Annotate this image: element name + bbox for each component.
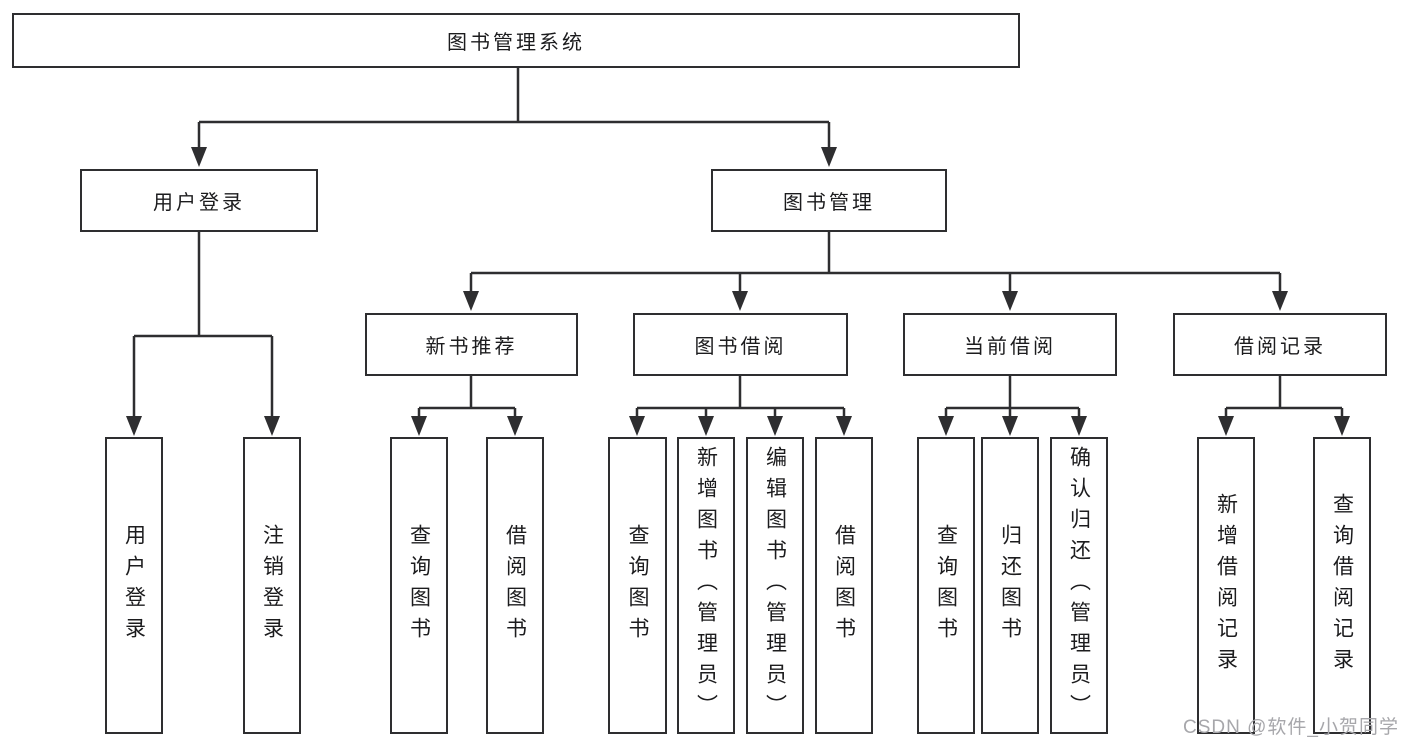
node-current-borrowing: 当前借阅 — [903, 313, 1117, 376]
arrowhead-down-icon — [767, 416, 783, 436]
arrowhead-down-icon — [732, 291, 748, 311]
arrowheads — [126, 147, 1350, 436]
leaf-return-books: 归还图书 — [981, 437, 1039, 734]
watermark: CSDN @软件_小贺同学 — [1183, 717, 1399, 738]
arrowhead-down-icon — [698, 416, 714, 436]
arrowhead-down-icon — [1218, 416, 1234, 436]
leaf-confirm-return-admin: 确认归还（管理员） — [1050, 437, 1108, 734]
leaf-edit-books-admin: 编辑图书（管理员） — [746, 437, 804, 734]
arrowhead-down-icon — [191, 147, 207, 167]
leaf-search-books-borrowing: 查询图书 — [608, 437, 667, 734]
arrowhead-down-icon — [463, 291, 479, 311]
connector-book-management-branch — [469, 232, 1282, 294]
connector-new-book-recommendation-branch — [417, 376, 517, 419]
arrowhead-down-icon — [1272, 291, 1288, 311]
arrowhead-down-icon — [821, 147, 837, 167]
leaf-user-login: 用户登录 — [105, 437, 163, 734]
connector-book-borrowing-branch — [635, 376, 846, 419]
leaf-add-books-admin: 新增图书（管理员） — [677, 437, 735, 734]
arrowhead-down-icon — [1002, 291, 1018, 311]
connector-user-login-branch — [132, 232, 274, 419]
arrowhead-down-icon — [938, 416, 954, 436]
connector-root-to-level2 — [197, 68, 831, 150]
connector-borrowing-records-branch — [1224, 376, 1344, 419]
node-borrowing-records: 借阅记录 — [1173, 313, 1387, 376]
arrowhead-down-icon — [126, 416, 142, 436]
arrowhead-down-icon — [264, 416, 280, 436]
node-new-book-recommendation: 新书推荐 — [365, 313, 578, 376]
node-book-borrowing: 图书借阅 — [633, 313, 848, 376]
arrowhead-down-icon — [1002, 416, 1018, 436]
leaf-borrow-books: 借阅图书 — [815, 437, 873, 734]
arrowhead-down-icon — [836, 416, 852, 436]
leaf-search-borrowing-record: 查询借阅记录 — [1313, 437, 1371, 734]
leaf-logout: 注销登录 — [243, 437, 301, 734]
node-user-login: 用户登录 — [80, 169, 318, 232]
node-book-management: 图书管理 — [711, 169, 947, 232]
leaf-search-books-current: 查询图书 — [917, 437, 975, 734]
connector-current-borrowing-branch — [944, 376, 1081, 419]
arrowhead-down-icon — [1334, 416, 1350, 436]
leaf-borrow-books-recommendation: 借阅图书 — [486, 437, 544, 734]
arrowhead-down-icon — [629, 416, 645, 436]
leaf-add-borrowing-record: 新增借阅记录 — [1197, 437, 1255, 734]
arrowhead-down-icon — [411, 416, 427, 436]
node-library-management-system: 图书管理系统 — [12, 13, 1020, 68]
arrowhead-down-icon — [1071, 416, 1087, 436]
leaf-search-books-recommendation: 查询图书 — [390, 437, 448, 734]
arrowhead-down-icon — [507, 416, 523, 436]
